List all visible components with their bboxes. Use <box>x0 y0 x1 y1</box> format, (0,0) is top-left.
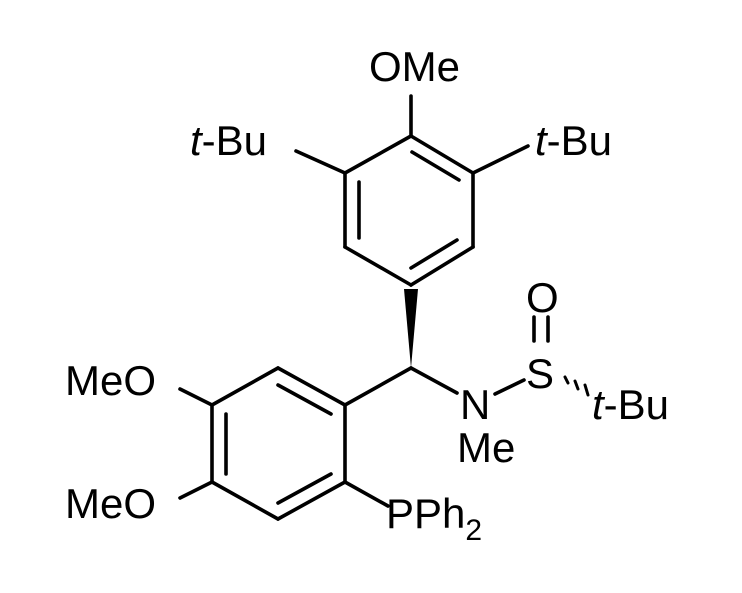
nitrogen-label: N <box>460 381 490 428</box>
tbu-right-label: t-Bu <box>535 117 612 164</box>
butyl: Bu <box>618 381 669 428</box>
stereocenter-to-ring-bond <box>343 366 413 407</box>
tbu-right-bond <box>471 144 530 175</box>
tbu-left-label: t-Bu <box>190 117 267 164</box>
tert-prefix: t <box>535 117 549 164</box>
upper-ring-double-bond <box>409 238 459 270</box>
hash-mark <box>563 375 570 385</box>
upper-ring-bond <box>343 245 413 287</box>
methoxy-upper-bond <box>178 387 214 407</box>
tbu-left-bond <box>294 149 347 175</box>
lower-ring-double-bond <box>276 472 333 505</box>
stereo-hash-bond <box>563 375 590 397</box>
phosphine-label: PPh2 <box>386 490 482 547</box>
methoxy-lower-bond <box>178 480 214 500</box>
lower-ring-bond <box>210 366 280 407</box>
n-methyl-label: Me <box>457 424 515 471</box>
butyl: Bu <box>216 117 267 164</box>
methoxy-label-lower: MeO <box>65 480 156 527</box>
phosphine-main: PPh <box>386 490 465 537</box>
upper-ring-bond <box>343 134 413 175</box>
upper-aryl-ring <box>343 134 475 287</box>
methoxy-label-upper: MeO <box>65 357 156 404</box>
dash: - <box>202 117 216 164</box>
tbu-sulfinyl-label: t-Bu <box>592 381 669 428</box>
butyl: Bu <box>561 117 612 164</box>
phosphine-bond <box>343 480 390 508</box>
dash: - <box>604 381 618 428</box>
upper-ring-bond <box>409 245 475 287</box>
lower-aryl-ring <box>210 366 347 521</box>
hash-mark <box>583 383 590 397</box>
dash: - <box>547 117 561 164</box>
stereo-wedge-bond <box>404 289 418 368</box>
oxygen-label: O <box>526 274 559 321</box>
methoxy-label-top: OMe <box>369 43 460 90</box>
hash-mark <box>573 379 580 391</box>
nitrogen-sulfur-bond <box>493 378 526 396</box>
upper-ring-bond <box>409 134 475 175</box>
tert-prefix: t <box>592 381 606 428</box>
lower-ring-bond <box>276 480 347 521</box>
sulfur-label: S <box>526 350 554 397</box>
lower-ring-bond <box>210 480 280 521</box>
tert-prefix: t <box>190 117 204 164</box>
upper-ring-double-bond <box>410 150 461 182</box>
lower-ring-double-bond <box>276 383 333 416</box>
stereocenter-to-nitrogen-bond <box>409 366 459 395</box>
lower-ring-bond <box>276 366 347 407</box>
phosphine-subscript: 2 <box>465 514 482 547</box>
